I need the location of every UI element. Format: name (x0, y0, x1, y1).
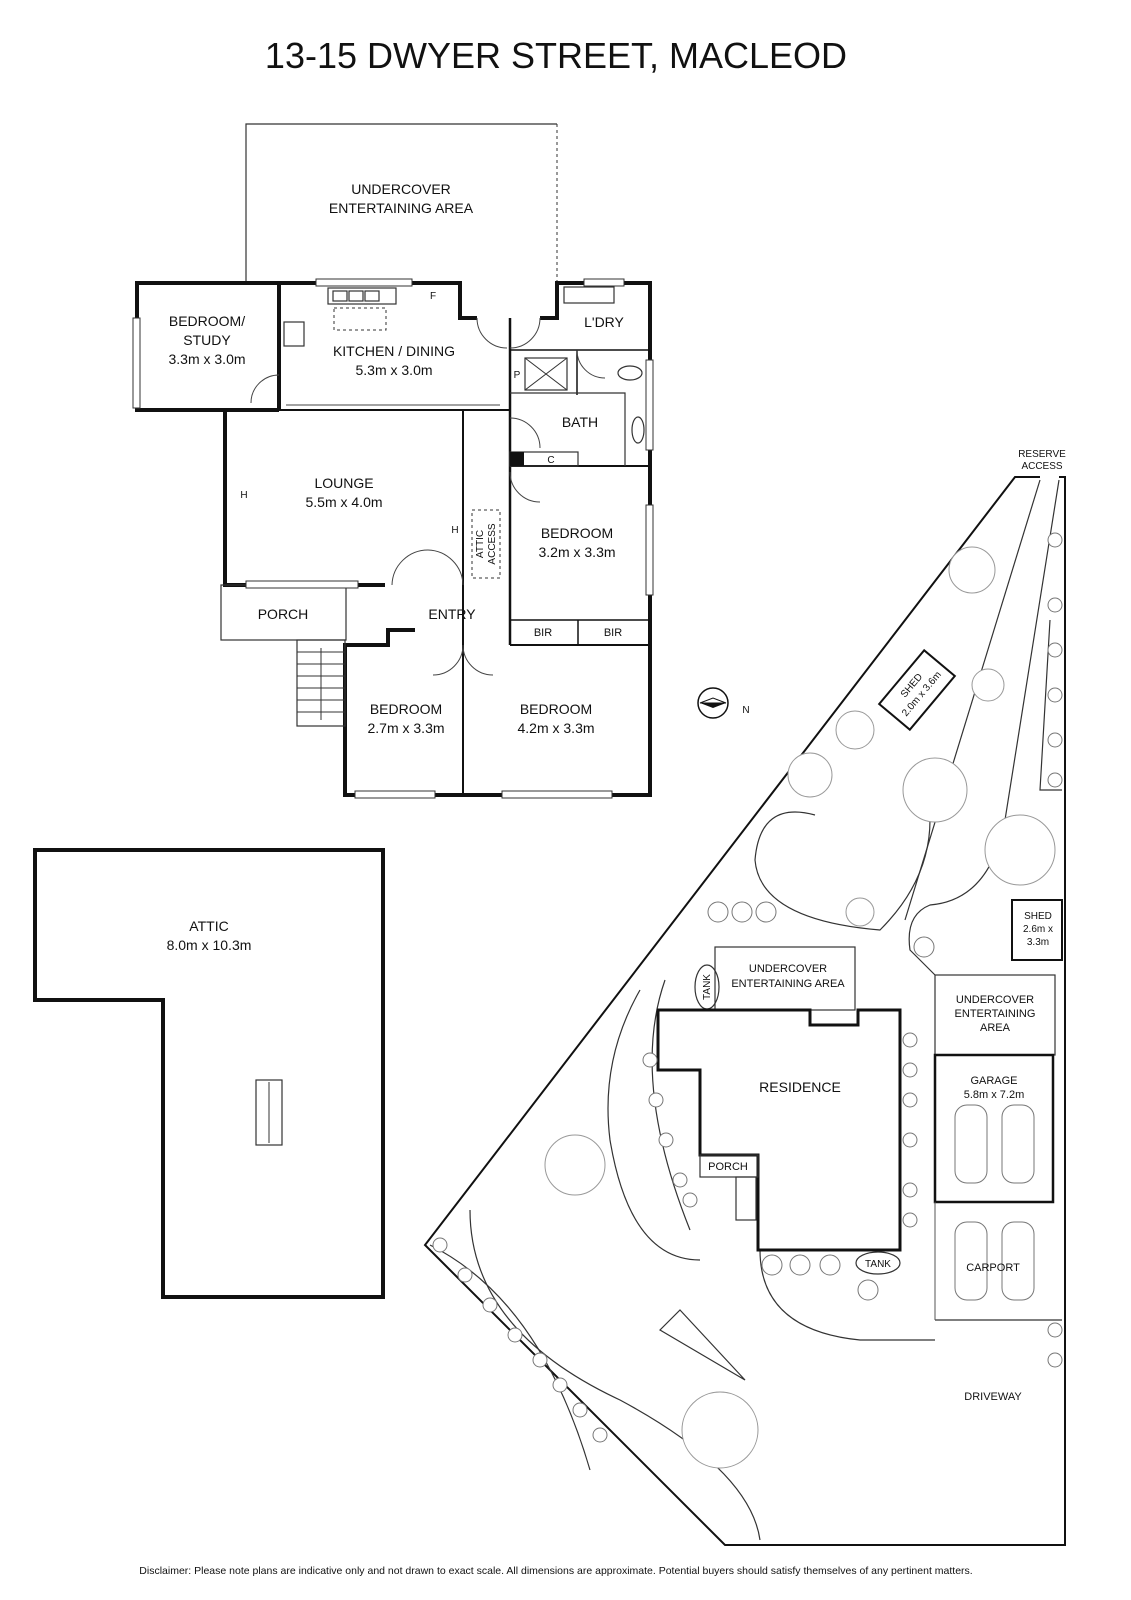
room-dimensions: 5.3m x 3.0m (355, 362, 432, 378)
attic-ladder (255, 1079, 283, 1146)
kitchen-island (333, 307, 387, 331)
driveway-label: DRIVEWAY (964, 1391, 1022, 1403)
car-icons (954, 1104, 1035, 1301)
compass-north-label: N (742, 705, 749, 716)
attic-plan: ATTIC 8.0m x 10.3m (33, 848, 385, 1299)
floor-plan: UNDERCOVER ENTERTAINING AREA (132, 123, 654, 799)
shower (524, 357, 568, 391)
undercover-label: ENTERTAINING (955, 1008, 1036, 1020)
undercover-label: AREA (980, 1022, 1011, 1034)
room-dimensions: 8.0m x 10.3m (167, 937, 252, 953)
shed-small: SHED 2.0m x 3.6m (877, 648, 957, 732)
garage-dimensions: 5.8m x 7.2m (964, 1089, 1025, 1101)
room-name: L'DRY (584, 314, 624, 330)
residence-outline (656, 1008, 902, 1252)
wall (343, 281, 652, 797)
reserve-access-label: RESERVE (1018, 449, 1066, 460)
room-name: STUDY (183, 332, 231, 348)
undercover-label: ENTERTAINING AREA (329, 200, 474, 216)
room-dimensions: 5.5m x 4.0m (305, 494, 382, 510)
tank-label: TANK (702, 974, 713, 1000)
room-name: BATH (562, 414, 598, 430)
room-dimensions: 3.3m x 3.0m (168, 351, 245, 367)
toilet-icon (617, 365, 643, 381)
wall (135, 281, 477, 412)
garage-label: GARAGE (970, 1075, 1017, 1087)
room-name: BEDROOM (541, 525, 613, 541)
disclaimer: Disclaimer: Please note plans are indica… (139, 1565, 972, 1577)
basin-icon (631, 416, 645, 444)
undercover-label: UNDERCOVER (351, 181, 451, 197)
undercover-label: UNDERCOVER (956, 994, 1034, 1006)
undercover-outline (245, 123, 557, 283)
attic-access-label: ATTIC (475, 530, 486, 558)
cooktop-icon (283, 321, 305, 347)
porch-stairs (296, 639, 346, 727)
tree-icons (432, 532, 1063, 1469)
undercover-label: UNDERCOVER (749, 963, 827, 975)
site-plan: RESERVE ACCESS SHED 2.0m x 3.6m SHED 2.6… (423, 449, 1066, 1546)
wall (510, 392, 626, 466)
room-name: PORCH (258, 606, 309, 622)
shed-dimensions: 2.6m x (1023, 924, 1053, 935)
windows (132, 278, 654, 799)
pantry-label: P (514, 370, 521, 381)
undercover-label: ENTERTAINING AREA (731, 978, 845, 990)
tank-label: TANK (865, 1259, 891, 1270)
residence-label: RESIDENCE (759, 1079, 841, 1095)
room-dimensions: 2.7m x 3.3m (367, 720, 444, 736)
porch-label: PORCH (708, 1161, 748, 1173)
north-compass-icon: N (697, 687, 750, 719)
residence-stairs (735, 1176, 757, 1221)
shed-label: SHED (1024, 911, 1052, 922)
shed-large (1011, 899, 1063, 961)
bir-label: BIR (604, 627, 622, 639)
room-name: BEDROOM (520, 701, 592, 717)
shed-dimensions: 3.3m (1027, 937, 1049, 948)
page-title: 13-15 DWYER STREET, MACLEOD (265, 35, 847, 76)
kitchen-sink (327, 287, 397, 305)
room-name: BEDROOM/ (169, 313, 245, 329)
wall (510, 452, 524, 466)
room-name: BEDROOM (370, 701, 442, 717)
attic-access-label: ACCESS (487, 523, 498, 564)
property-boundary (423, 476, 1066, 1546)
carport-label: CARPORT (966, 1262, 1020, 1274)
room-dimensions: 4.2m x 3.3m (517, 720, 594, 736)
room-dimensions: 3.2m x 3.3m (538, 544, 615, 560)
door-swings (250, 317, 606, 676)
heater-label: H (451, 525, 458, 536)
heater-label: H (240, 490, 247, 501)
reserve-access-label: ACCESS (1021, 461, 1062, 472)
room-name: KITCHEN / DINING (333, 343, 455, 359)
laundry-tub (563, 286, 615, 304)
garden-paths (429, 479, 1062, 1541)
tank (855, 1251, 901, 1275)
cupboard-label: C (547, 455, 554, 466)
fridge-label: F (430, 291, 436, 302)
room-name: ATTIC (189, 918, 228, 934)
attic-access-hatch (471, 509, 501, 579)
room-name: LOUNGE (314, 475, 373, 491)
room-name: ENTRY (428, 606, 476, 622)
residence-porch (699, 1154, 759, 1178)
bir-label: BIR (534, 627, 552, 639)
